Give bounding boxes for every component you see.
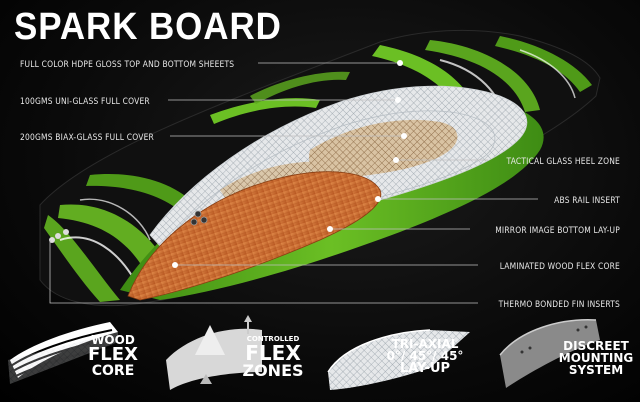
feature-controlled-flex-zones: CONTROLLED FLEX ZONES [232, 336, 314, 379]
page-title: SPARK BOARD [14, 6, 282, 48]
callout-dots [172, 60, 407, 268]
callout-top-sheet: FULL COLOR HDPE GLOSS TOP AND BOTTOM SHE… [20, 59, 235, 69]
feature-flex-l1: CONTROLLED [246, 335, 300, 343]
feature-triaxial-l1: TRI-AXIAL [391, 337, 459, 351]
wood-flex-core-icon [7, 322, 118, 384]
triaxial-layup-icon [327, 329, 470, 390]
feature-wood-l3: CORE [91, 363, 135, 379]
feature-triaxial-l3: LAY-UP [399, 361, 451, 376]
feature-triaxial-l2: 0°/ 45°/ 45° [386, 349, 464, 363]
feature-mounting-l1: DISCREET [563, 339, 629, 353]
feature-mounting-system: DISCREET MOUNTING SYSTEM [558, 340, 634, 376]
callout-fin-inserts: THERMO BONDED FIN INSERTS [498, 299, 620, 309]
callout-biax-glass: 200GMS BIAX-GLASS FULL COVER [20, 132, 154, 142]
callout-lines [49, 62, 538, 304]
board-layers [49, 85, 544, 301]
mounting-system-icon [499, 319, 600, 388]
feature-wood-l2: FLEX [88, 344, 138, 365]
fin-insert-dots [49, 210, 208, 243]
callout-abs-rail: ABS RAIL INSERT [554, 195, 620, 205]
feature-flex-l2: FLEX [245, 341, 301, 365]
feature-triaxial-layup: TRI-AXIAL 0°/ 45°/ 45° LAY-UP [378, 338, 472, 375]
feature-flex-l3: ZONES [242, 361, 304, 380]
callout-uni-glass: 100GMS UNI-GLASS FULL COVER [20, 96, 150, 106]
callout-wood-core: LAMINATED WOOD FLEX CORE [499, 261, 620, 271]
callout-heel-zone: TACTICAL GLASS HEEL ZONE [506, 156, 620, 166]
feature-mounting-l3: SYSTEM [568, 363, 624, 377]
feature-wood-flex-core: WOOD FLEX CORE [78, 334, 148, 378]
feature-wood-l1: WOOD [91, 333, 135, 347]
feature-mounting-l2: MOUNTING [558, 351, 634, 365]
flex-zones-icon [166, 315, 262, 390]
callout-mirror-layup: MIRROR IMAGE BOTTOM LAY-UP [495, 225, 620, 235]
